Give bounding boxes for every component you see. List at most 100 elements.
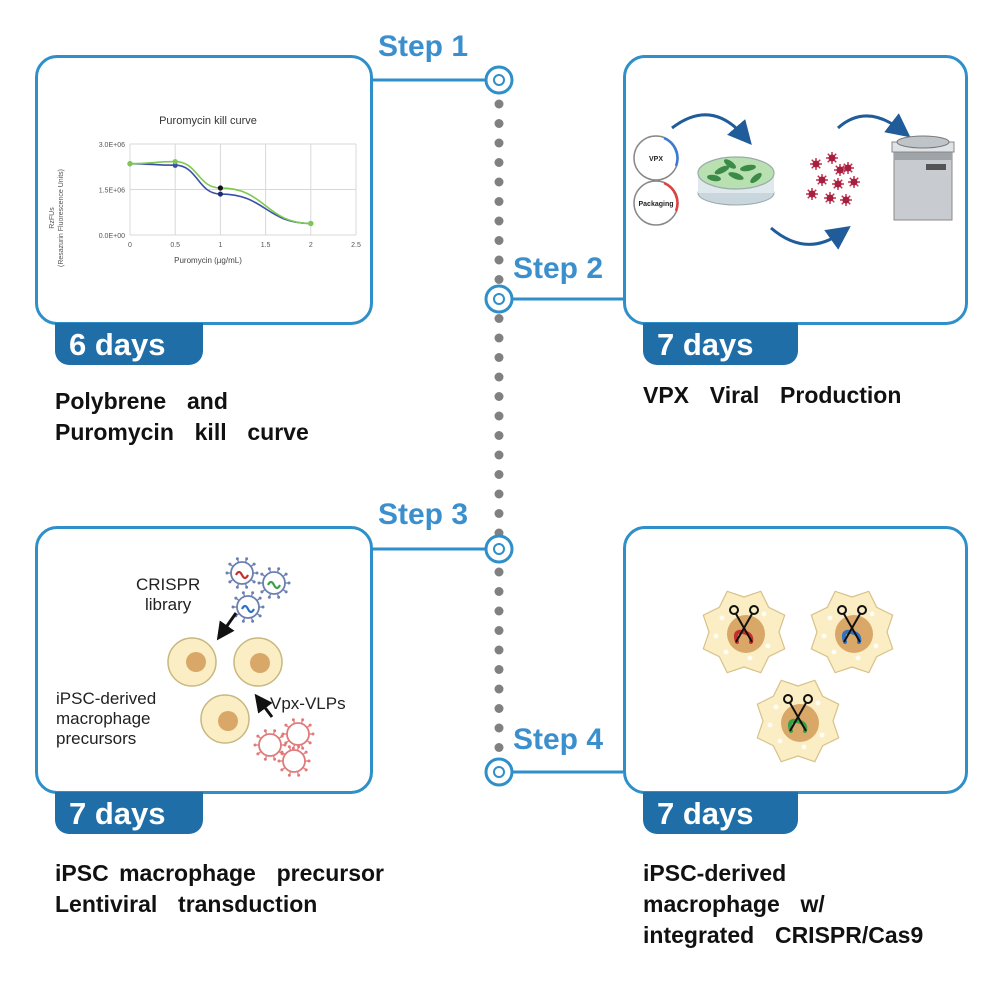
chart-data-point: [308, 220, 314, 227]
timeline-dot: [494, 684, 504, 694]
edited-macrophage-cell-icon: [756, 679, 840, 763]
timeline-dot: [494, 743, 504, 752]
scissors-icon: [729, 605, 759, 643]
chart-data-point: [172, 162, 178, 168]
timeline-dot: [494, 392, 504, 401]
crispr-library-label-line2: library: [144, 595, 192, 614]
virus-particle-icon: [225, 557, 259, 589]
arrow-icon: [837, 113, 911, 138]
step2-caption: VPX Viral Production: [643, 380, 901, 411]
virus-particle-icon: [806, 188, 818, 200]
timeline-dot: [494, 372, 504, 382]
vpx-plasmid-icon: VPX: [633, 135, 679, 181]
timeline-dot: [494, 99, 504, 109]
step4-caption: iPSC-derived macrophage w/ integrated CR…: [643, 858, 923, 951]
chart-series-line: [129, 160, 311, 225]
chart-x-tick-label: 2: [309, 242, 313, 249]
step3-caption-line1: iPSC macrophage precursor: [55, 860, 384, 886]
step3-duration: 7 days: [55, 792, 203, 834]
timeline-dot: [494, 411, 504, 421]
vpx-vlp-particles-icon: [253, 718, 315, 777]
virus-particle-icon: [834, 164, 846, 176]
virus-particle-icon: [257, 567, 291, 599]
timeline-dot: [494, 606, 504, 616]
chart-x-tick-label: 1: [218, 242, 222, 249]
svg-text:VPX: VPX: [649, 156, 663, 163]
chart-x-tick-label: 0.5: [170, 242, 180, 249]
cells-label: iPSC-derived macrophage precursors: [56, 689, 156, 749]
arrow-icon: [671, 113, 752, 146]
crispr-library-label-line1: CRISPR: [136, 575, 201, 594]
step3-caption-line2: Lentiviral transduction: [55, 891, 318, 917]
cells-label-line3: precursors: [56, 729, 137, 748]
virus-particle-icon: [832, 178, 844, 190]
timeline-dot: [494, 509, 504, 518]
timeline-dot: [494, 665, 504, 674]
timeline-dot: [494, 470, 504, 479]
chart-x-tick-label: 0: [128, 242, 132, 249]
virus-particle-icon: [810, 158, 822, 170]
timeline-dot: [494, 645, 504, 655]
chart-title: Puromycin kill curve: [159, 115, 257, 127]
macrophage-precursor-cell-icon: [233, 637, 283, 687]
timeline-dot: [494, 275, 504, 284]
edited-macrophage-cell-icon: [810, 590, 894, 674]
timeline-dot: [494, 197, 504, 206]
crispr-library-label: CRISPR library: [136, 575, 200, 615]
virus-particles-icon: [806, 152, 860, 206]
cells-label-line1: iPSC-derived: [56, 689, 157, 708]
step4-caption-line1: iPSC-derived: [643, 860, 787, 886]
timeline-dots: [494, 99, 504, 752]
virus-particle-icon: [826, 152, 838, 164]
timeline-dot: [494, 704, 504, 713]
chart-y-tick-label: 3.0E+06: [99, 142, 125, 149]
virus-particle-icon: [231, 591, 265, 623]
arrow-icon: [254, 693, 274, 718]
virus-particle-icon: [840, 194, 852, 206]
chart-data-point: [172, 158, 178, 165]
timeline-node-4: [484, 757, 514, 787]
macrophage-precursor-cell-icon: [167, 637, 217, 687]
petri-dish-icon: [697, 156, 775, 206]
step2-caption-line1: VPX Viral Production: [643, 382, 902, 408]
arrow-icon: [770, 226, 851, 250]
virus-particle-icon: [842, 162, 854, 174]
chart-data-point: [217, 191, 223, 197]
timeline-dot: [494, 723, 504, 733]
virus-particle-icon: [816, 174, 828, 186]
arrow-icon: [216, 612, 238, 641]
timeline-dot: [494, 567, 504, 577]
timeline-dot: [494, 431, 504, 440]
step1-caption-line2: Puromycin kill curve: [55, 419, 309, 445]
virus-particle-icon: [281, 718, 315, 750]
chart-grid: [129, 143, 357, 236]
step1-label: Step 1: [378, 30, 469, 63]
timeline-dot: [494, 236, 504, 245]
svg-text:Packaging: Packaging: [638, 201, 673, 208]
virus-particle-icon: [824, 192, 836, 204]
chart-y-tick-label: 0.0E+00: [99, 233, 125, 240]
virus-particle-icon: [253, 729, 287, 761]
step4-caption-line2: macrophage w/: [643, 891, 825, 917]
chart-data-point: [127, 161, 133, 167]
scissors-icon: [783, 694, 813, 732]
step4-panel: [623, 526, 968, 794]
scissors-icon: [837, 605, 867, 643]
timeline-dot: [494, 626, 504, 635]
chart-series: [127, 158, 314, 227]
virus-particle-icon: [848, 176, 860, 188]
step3-caption: iPSC macrophage precursor Lentiviral tra…: [55, 858, 384, 920]
timeline-dot: [494, 216, 504, 226]
step3-panel: CRISPR library iPSC-derived macrophage p…: [35, 526, 373, 794]
timeline-dot: [494, 333, 504, 343]
step4-duration: 7 days: [643, 792, 798, 834]
chart-y-axis-label: RzFUs(Resazurin Fluorescence Units): [49, 169, 65, 267]
step2-duration: 7 days: [643, 323, 798, 365]
timeline-dot: [494, 314, 504, 323]
chart-x-tick-label: 1.5: [261, 242, 271, 249]
timeline-dot: [494, 489, 504, 499]
timeline-dot: [494, 119, 504, 128]
step1-duration: 6 days: [55, 323, 203, 365]
